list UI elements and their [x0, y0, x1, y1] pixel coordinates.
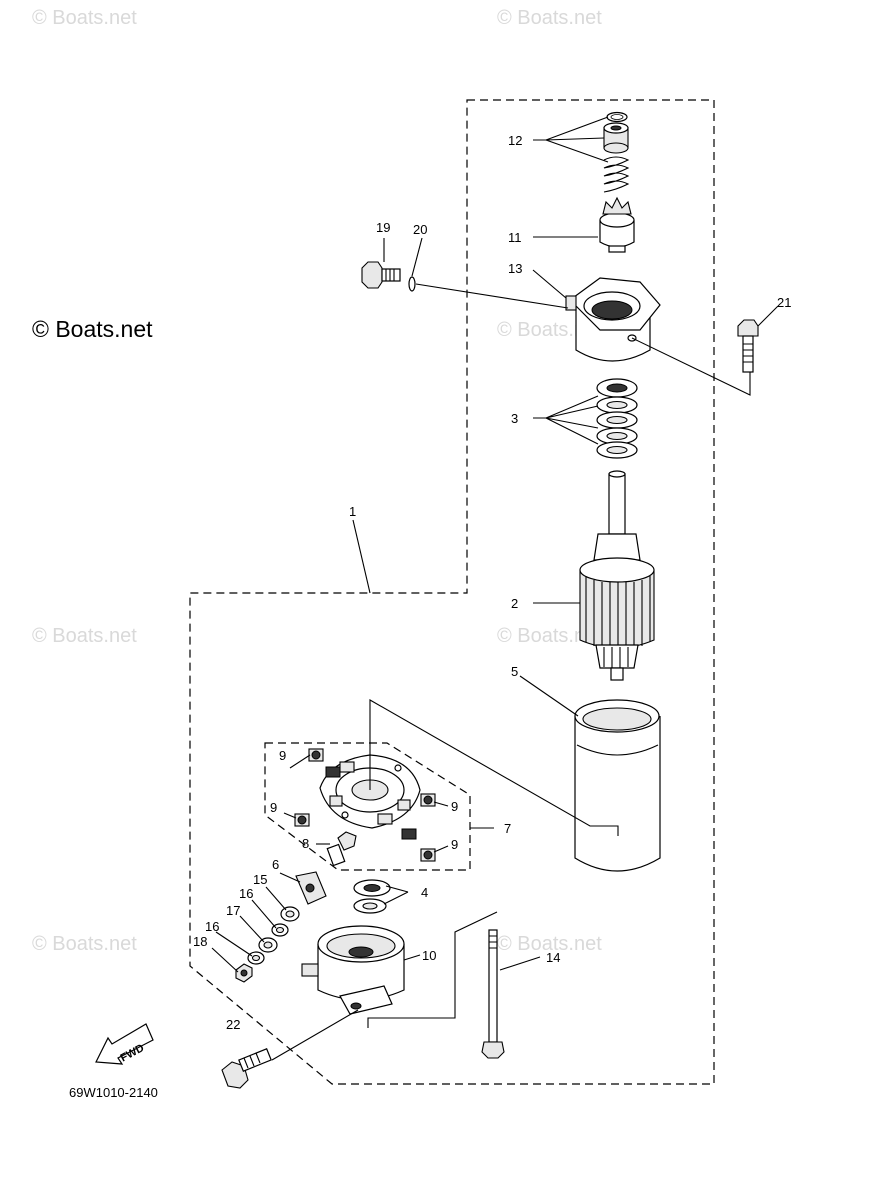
callout-17: 17: [226, 903, 240, 918]
part-11-pinion-gear: [599, 196, 635, 253]
part-13-front-bracket: [565, 277, 661, 362]
parts-15-18-terminal-hardware: [235, 906, 300, 983]
fwd-arrow-icon: FWD: [95, 1023, 154, 1065]
callout-13: 13: [508, 261, 522, 276]
watermark-center-right: © Boats.net: [497, 625, 602, 647]
part-20-washer: [408, 276, 416, 292]
callout-2: 2: [511, 596, 518, 611]
part-19-bolt: [361, 261, 401, 289]
callout-8: 8: [302, 836, 309, 851]
part-21-bolt: [737, 319, 759, 373]
watermark-top-right: © Boats.net: [497, 7, 602, 29]
callout-10: 10: [422, 948, 436, 963]
callout-14: 14: [546, 950, 560, 965]
assembly-outline-1: [189, 99, 715, 1085]
part-22-mounting-bolt: [221, 1048, 272, 1089]
callout-11: 11: [508, 230, 522, 245]
leader-lines: [211, 116, 779, 1061]
callout-4: 4: [421, 885, 428, 900]
part-9-brush-springs: [294, 748, 436, 862]
callout-15: 15: [253, 872, 267, 887]
watermarks: © Boats.net © Boats.net © Boats.net © Bo…: [32, 7, 602, 955]
callout-7: 7: [504, 821, 511, 836]
callout-16-upper: 16: [239, 886, 253, 901]
callout-22: 22: [226, 1017, 240, 1032]
part-8-terminal-bolt: [326, 831, 357, 867]
callout-9-bottom: 9: [451, 837, 458, 852]
callout-9-left: 9: [270, 800, 277, 815]
part-14-through-bolt: [481, 929, 505, 1059]
part-10-rear-cover: [301, 925, 405, 1015]
part-12-pinion-clip-collar-spring: [603, 111, 630, 193]
part-4-thrust-washers: [353, 879, 391, 914]
callout-16-lower: 16: [205, 919, 219, 934]
callout-9-top: 9: [279, 748, 286, 763]
part-6-terminal-nut-plate: [295, 871, 327, 905]
watermark-center-left: © Boats.net: [32, 625, 137, 647]
part-2-armature: [579, 470, 655, 681]
brush-holder-outline-7: [264, 742, 471, 871]
callout-1: 1: [349, 504, 356, 519]
watermark-large-left: © Boats.net: [32, 316, 153, 342]
watermark-lower-right: © Boats.net: [497, 933, 602, 955]
watermark-lower-left: © Boats.net: [32, 933, 137, 955]
part-5-yoke-housing: [574, 699, 661, 872]
callout-21: 21: [777, 295, 791, 310]
callout-9-right: 9: [451, 799, 458, 814]
callout-12: 12: [508, 133, 522, 148]
callout-5: 5: [511, 664, 518, 679]
diagram-code: 69W1010-2140: [69, 1085, 158, 1100]
callout-6: 6: [272, 857, 279, 872]
callout-18: 18: [193, 934, 207, 949]
callout-19: 19: [376, 220, 390, 235]
callout-labels: 1 2 3 4 5 6 7 8 9 9 9 9 10 11 12 13 14 1…: [193, 133, 791, 1032]
callout-3: 3: [511, 411, 518, 426]
part-3-washer-set: [596, 378, 638, 459]
watermark-top-left: © Boats.net: [32, 7, 137, 29]
callout-20: 20: [413, 222, 427, 237]
